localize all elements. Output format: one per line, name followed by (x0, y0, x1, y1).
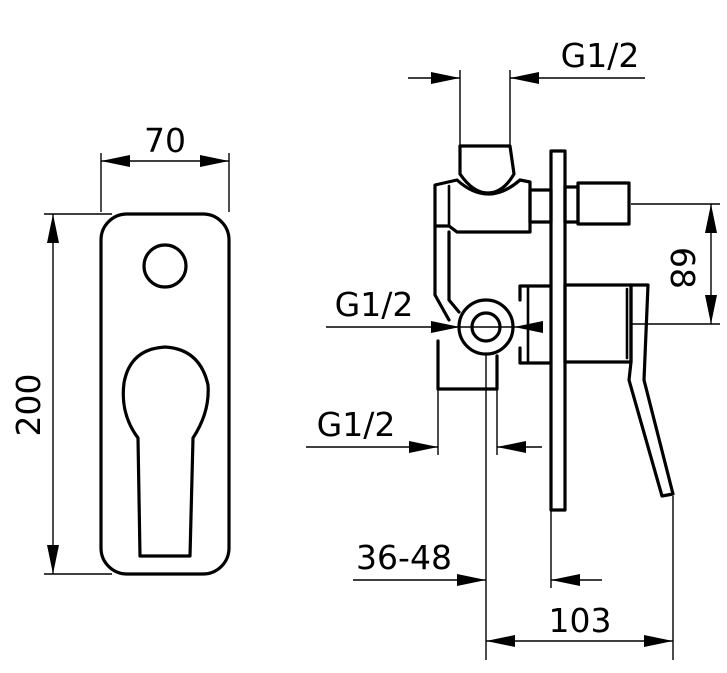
dim-install-depth: 36-48 (353, 354, 602, 660)
dim-103-label: 103 (549, 601, 612, 640)
handle-base (563, 283, 633, 364)
cover-plate (549, 149, 567, 512)
dim-68-arrow-top (705, 204, 717, 233)
dim-bottom-arrow-left (409, 441, 438, 453)
connecting-pipe (433, 224, 461, 322)
bottom-outlet (436, 339, 499, 391)
dim-middle-arrow-right (514, 321, 543, 333)
dim-70-arrow-right (200, 155, 229, 167)
dim-103-arrow-left (486, 635, 515, 647)
mixer-lever-highlight (126, 350, 205, 553)
mixer-lever (121, 345, 210, 558)
dim-200-label: 200 (9, 374, 48, 437)
dim-68-arrow-bottom (705, 295, 717, 324)
front-plate (99, 212, 231, 576)
dim-bottom-label: G1/2 (317, 405, 396, 444)
dim-70-label: 70 (144, 121, 186, 160)
dim-bottom-arrow-right (497, 441, 526, 453)
dim-70-arrow-left (101, 155, 130, 167)
dim-200-arrow-bottom (47, 545, 59, 574)
dim-install-arrow-left (457, 574, 486, 586)
dim-install-label: 36-48 (356, 538, 452, 577)
dim-103-arrow-right (644, 635, 673, 647)
dim-install-arrow-right (551, 574, 580, 586)
dim-top-arrow-right (510, 72, 539, 84)
dim-top-thread: G1/2 (408, 36, 645, 146)
side-view (433, 144, 675, 512)
upper-outlet-stem (563, 185, 580, 224)
diverter-knob (142, 243, 188, 289)
diverter-stub (528, 188, 553, 224)
top-inlet-connector (458, 144, 516, 195)
dim-200-arrow-top (47, 214, 59, 243)
dim-68: 68 (631, 203, 720, 325)
dim-middle-label: G1/2 (335, 285, 414, 324)
valve-body (433, 178, 532, 234)
upper-outlet-knob (576, 181, 631, 226)
front-plate-inner-highlight (103, 216, 227, 572)
dim-68-label: 68 (663, 247, 702, 289)
side-lever (627, 283, 675, 498)
dim-middle-thread: G1/2 (326, 285, 543, 333)
cartridge-housing (518, 284, 553, 365)
front-view: 70 200 (9, 121, 231, 576)
dim-bottom-thread: G1/2 (306, 389, 542, 455)
dim-total-depth: 103 (486, 496, 674, 660)
dim-middle-arrow-left (431, 321, 460, 333)
dim-top-label: G1/2 (561, 36, 640, 75)
dim-top-arrow-left (431, 72, 460, 84)
